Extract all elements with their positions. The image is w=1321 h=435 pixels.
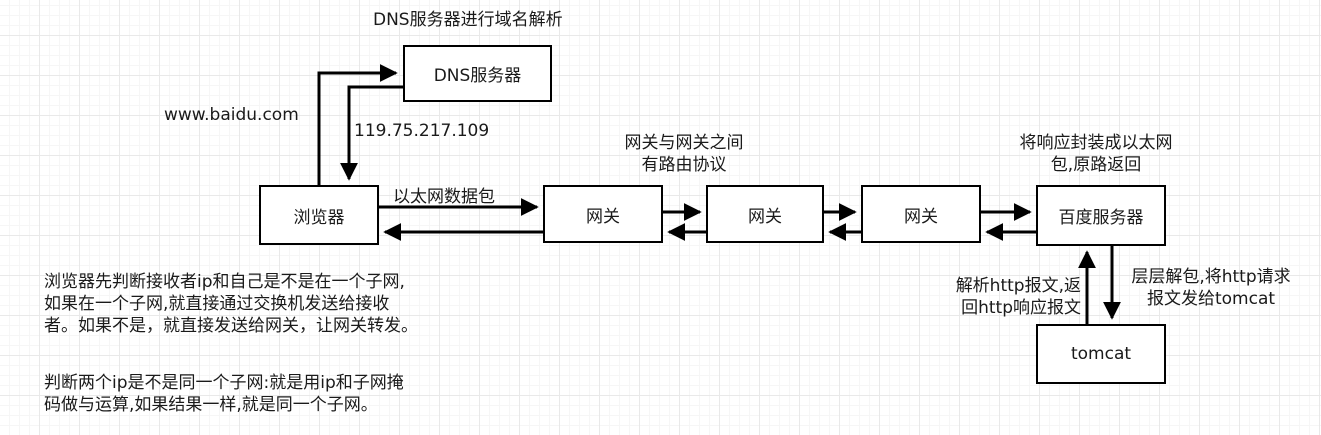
encapsulate-response-line-2: 包,原路返回 bbox=[1050, 155, 1142, 175]
gateway-node-1: 网关 bbox=[543, 185, 663, 243]
baidu-server-label: 百度服务器 bbox=[1058, 208, 1144, 228]
subnet-note-1-line-3: 者。如果不是，就直接发送给网关，让网关转发。 bbox=[44, 316, 418, 336]
routing-protocol-line-2: 有路由协议 bbox=[641, 155, 727, 175]
subnet-note-1: 浏览器先判断接收者ip和自己是不是在一个子网, 如果在一个子网,就直接通过交换机… bbox=[44, 271, 418, 337]
gateway-label-1: 网关 bbox=[586, 206, 620, 227]
browser-label: 浏览器 bbox=[293, 207, 345, 228]
browser-node: 浏览器 bbox=[259, 185, 379, 245]
subnet-note-2-line-1: 判断两个ip是不是同一个子网:就是用ip和子网掩 bbox=[44, 373, 404, 393]
subnet-note-2-line-2: 码做与运算,如果结果一样,就是同一个子网。 bbox=[44, 395, 378, 415]
subnet-note-1-line-2: 如果在一个子网,就直接通过交换机发送给接收 bbox=[44, 294, 390, 314]
tomcat-node: tomcat bbox=[1036, 324, 1166, 384]
ip-label: 119.75.217.109 bbox=[354, 121, 490, 141]
gateway-label-3: 网关 bbox=[904, 206, 938, 227]
unpack-request-label: 层层解包,将http请求 报文发给tomcat bbox=[1114, 266, 1308, 310]
parse-http-line-2: 回http响应报文 bbox=[961, 298, 1081, 318]
baidu-server-node: 百度服务器 bbox=[1036, 185, 1166, 246]
ethernet-packet-label: 以太网数据包 bbox=[393, 187, 495, 207]
gateway-node-2: 网关 bbox=[706, 185, 824, 243]
parse-http-line-1: 解析http报文,返 bbox=[955, 276, 1081, 296]
encapsulate-response-label: 将响应封装成以太网 包,原路返回 bbox=[996, 132, 1196, 176]
unpack-request-line-1: 层层解包,将http请求 bbox=[1131, 267, 1291, 287]
arrow-dns-to-browser bbox=[340, 85, 403, 181]
subnet-note-2: 判断两个ip是不是同一个子网:就是用ip和子网掩 码做与运算,如果结果一样,就是… bbox=[44, 372, 404, 416]
routing-protocol-line-1: 网关与网关之间 bbox=[624, 133, 744, 153]
arrow-browser-to-dns bbox=[317, 64, 398, 185]
dns-server-node: DNS服务器 bbox=[403, 45, 552, 102]
gateway-label-2: 网关 bbox=[748, 206, 782, 227]
domain-label: www.baidu.com bbox=[164, 105, 299, 125]
dns-server-label: DNS服务器 bbox=[433, 66, 522, 86]
parse-http-label: 解析http报文,返 回http响应报文 bbox=[939, 275, 1081, 319]
dns-title-label: DNS服务器进行域名解析 bbox=[373, 10, 563, 30]
gateway-node-3: 网关 bbox=[861, 185, 981, 243]
tomcat-label: tomcat bbox=[1070, 344, 1132, 364]
encapsulate-response-line-1: 将响应封装成以太网 bbox=[1019, 133, 1173, 153]
routing-protocol-label: 网关与网关之间 有路由协议 bbox=[600, 132, 768, 176]
unpack-request-line-2: 报文发给tomcat bbox=[1146, 289, 1276, 309]
subnet-note-1-line-1: 浏览器先判断接收者ip和自己是不是在一个子网, bbox=[44, 272, 405, 292]
